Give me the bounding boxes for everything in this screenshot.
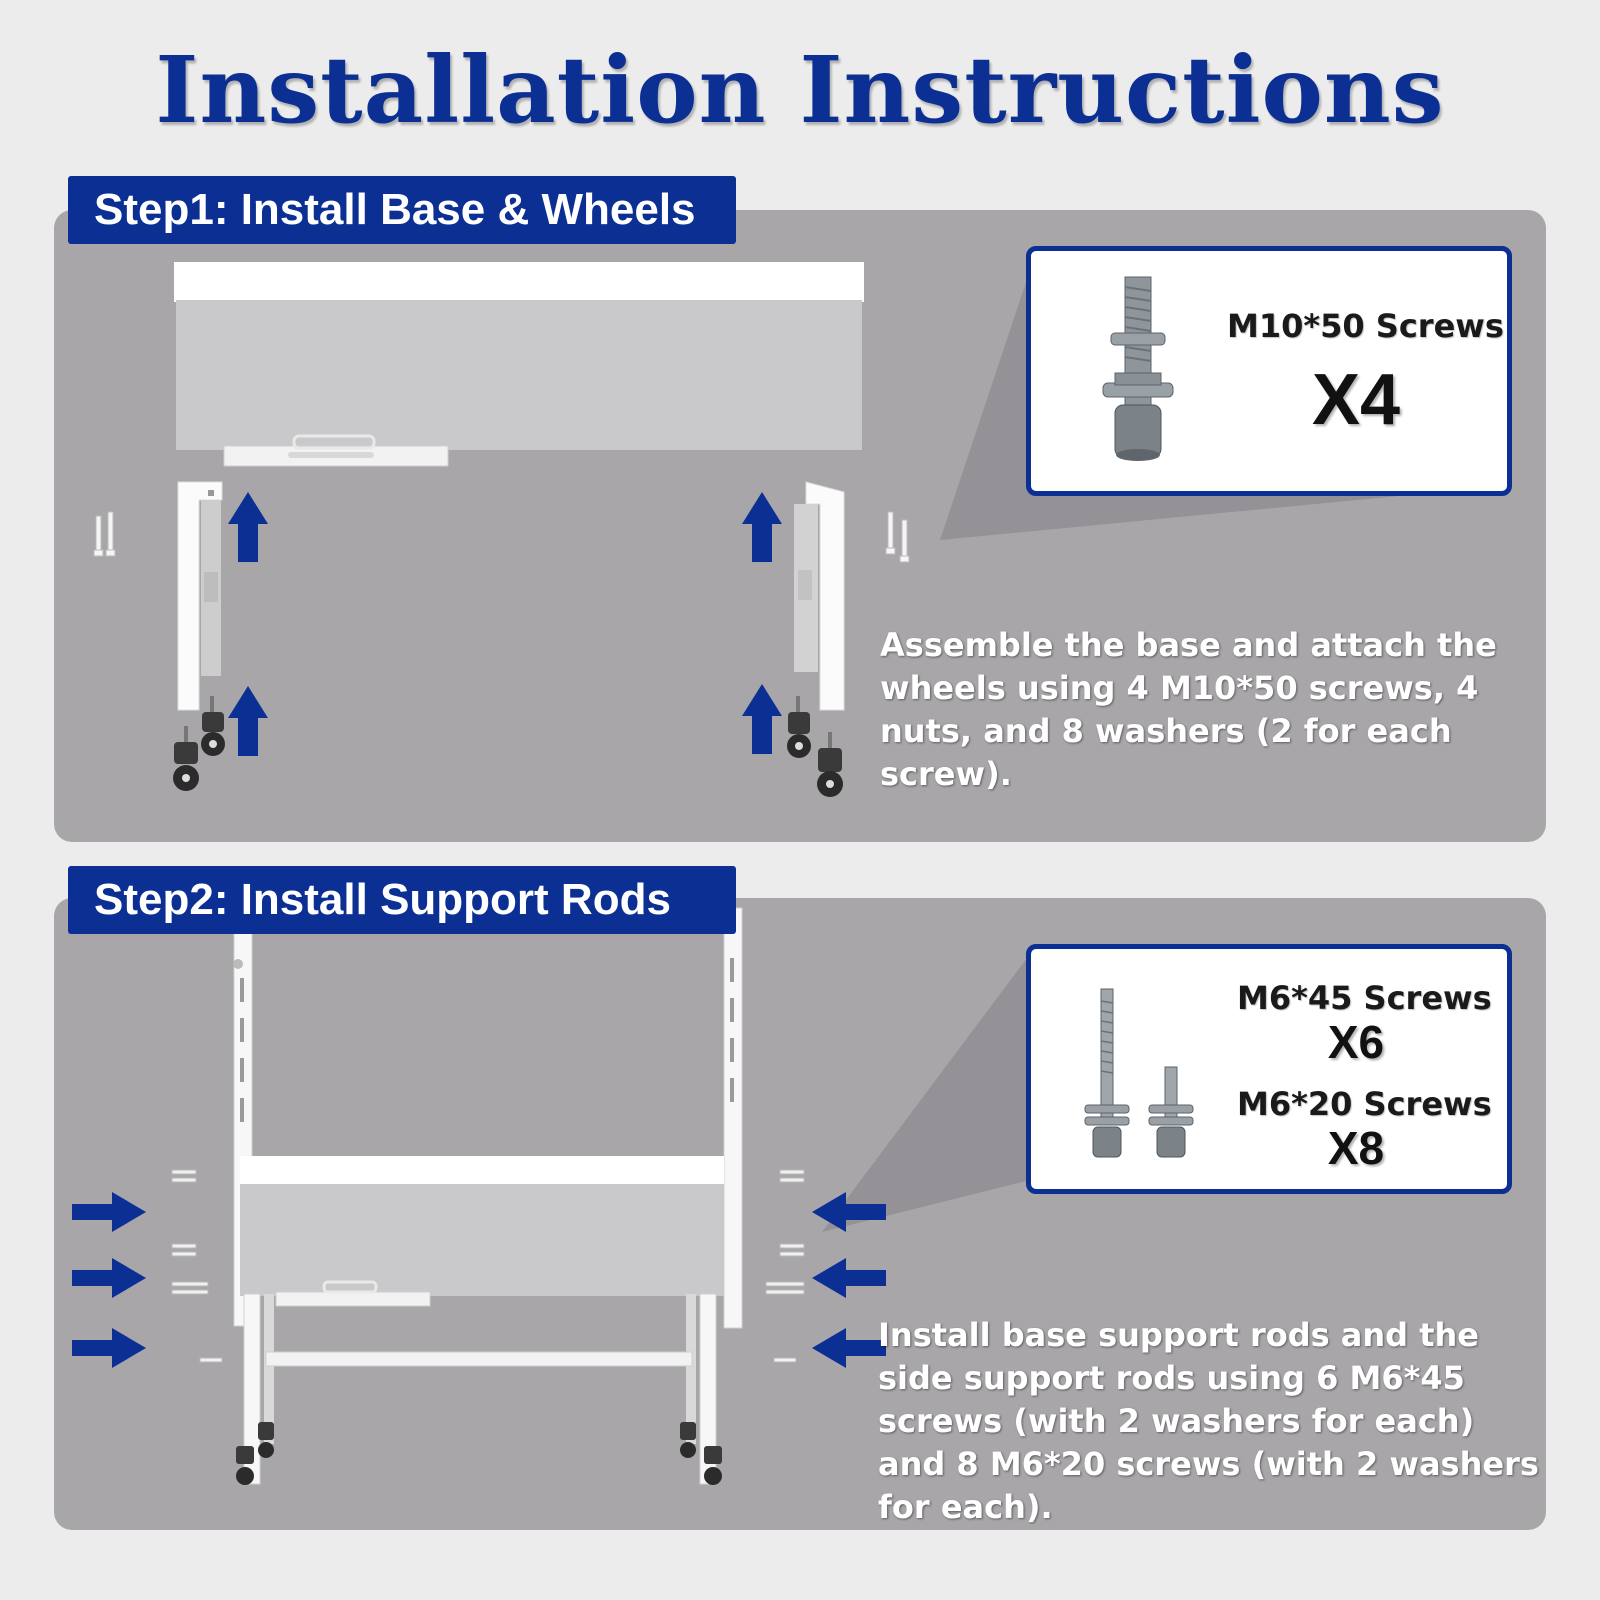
step1-parts-box: M10*50 Screws X4 <box>1026 246 1512 496</box>
screw-icon <box>199 1357 223 1363</box>
washer-icon <box>1148 1116 1194 1126</box>
washer-icon <box>1148 1104 1194 1114</box>
wheel-icon <box>173 726 199 791</box>
part-quantity: X4 <box>1311 360 1401 440</box>
wheel-icon <box>201 696 225 756</box>
part-quantity: X8 <box>1327 1122 1385 1174</box>
arrow-right-icon <box>72 1328 146 1368</box>
step2-heading: Step2: Install Support Rods <box>68 866 736 934</box>
washer-icon <box>1110 332 1166 346</box>
wheel-icon <box>680 1422 696 1458</box>
wheel-icon <box>817 732 843 797</box>
screw-icon <box>773 1357 797 1363</box>
base-assembly-illustration <box>93 262 910 797</box>
right-upright <box>723 907 743 1329</box>
screw-icon <box>885 511 910 563</box>
support-rods-illustration <box>72 907 886 1485</box>
page-title: Installation Instructions <box>155 36 1445 144</box>
left-leg <box>177 481 223 711</box>
part-name: M6*45 Screws <box>1237 979 1492 1017</box>
arrow-up-icon <box>228 492 268 562</box>
cabinet-top <box>174 262 864 302</box>
cabinet-body <box>176 300 862 450</box>
bottom-support-rod <box>265 1351 693 1367</box>
wheel-icon <box>258 1422 274 1458</box>
part-quantity: X6 <box>1327 1016 1385 1068</box>
arrow-up-icon <box>742 492 782 562</box>
wheel-icon <box>787 696 811 758</box>
right-leg <box>794 481 845 711</box>
cabinet-body <box>240 1184 724 1296</box>
step2-parts-box: M6*45 Screws X6 M6*20 Screws X8 <box>1026 944 1512 1194</box>
screw-icon <box>171 1243 197 1257</box>
part-name: M10*50 Screws <box>1227 307 1504 345</box>
washer-icon <box>1084 1104 1130 1114</box>
screw-icon <box>1084 988 1194 1158</box>
arrow-up-icon <box>742 684 782 754</box>
screw-icon <box>779 1243 805 1257</box>
step1-heading: Step1: Install Base & Wheels <box>68 176 736 244</box>
screw-icon <box>171 1169 197 1183</box>
screw-icon <box>765 1281 805 1295</box>
wheel-icon <box>704 1446 722 1485</box>
step2-description: Install base support rods and the side s… <box>878 1316 1539 1526</box>
arrow-left-icon <box>812 1192 886 1232</box>
part-name: M6*20 Screws <box>1237 1085 1492 1123</box>
arrow-left-icon <box>812 1328 886 1368</box>
screw-icon <box>171 1281 209 1295</box>
arrow-up-icon <box>228 686 268 756</box>
screw-icon <box>93 511 116 557</box>
washer-icon <box>1084 1116 1130 1126</box>
cabinet-top <box>240 1156 724 1184</box>
arrow-right-icon <box>72 1258 146 1298</box>
arrow-left-icon <box>812 1258 886 1298</box>
screw-icon <box>779 1169 805 1183</box>
wheel-icon <box>236 1446 254 1485</box>
screw-icon <box>1102 276 1174 461</box>
arrow-right-icon <box>72 1192 146 1232</box>
step1-description: Assemble the base and attach the wheels … <box>880 626 1497 793</box>
